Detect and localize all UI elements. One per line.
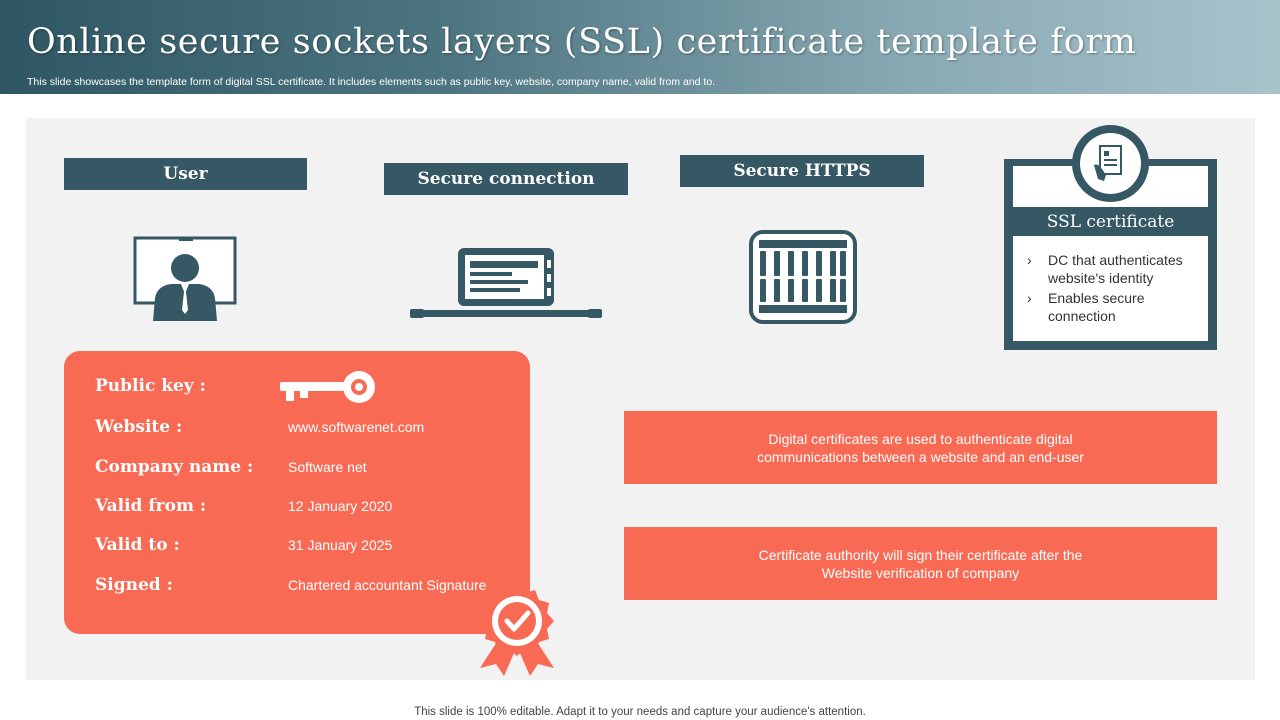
info-box: Certificate authority will sign their ce… xyxy=(624,527,1217,600)
certificate-document-icon xyxy=(1094,145,1122,181)
website-value: www.softwarenet.com xyxy=(288,419,425,435)
company-name-label: Company name : xyxy=(95,457,254,477)
valid-from-label: Valid from : xyxy=(95,496,207,516)
certificate-badge xyxy=(1072,125,1149,202)
ssl-certificate-item: › Enables secure connection xyxy=(1027,290,1145,324)
server-rack-icon xyxy=(748,229,858,330)
ssl-certificate-item: › DC that authenticates website's identi… xyxy=(1027,252,1183,286)
valid-from-value: 12 January 2020 xyxy=(288,498,393,514)
signed-value: Chartered accountant Signature xyxy=(288,577,487,593)
secure-connection-label: Secure connection xyxy=(384,163,628,195)
ssl-certificate-body xyxy=(1013,236,1208,341)
valid-to-label: Valid to : xyxy=(95,535,180,555)
valid-to-value: 31 January 2025 xyxy=(288,537,393,553)
laptop-cable-icon xyxy=(408,246,604,327)
header-banner: Online secure sockets layers (SSL) certi… xyxy=(0,0,1280,94)
footer-note: This slide is 100% editable. Adapt it to… xyxy=(414,706,866,718)
key-icon xyxy=(278,369,380,410)
bullet-icon: › xyxy=(1027,290,1032,306)
website-label: Website : xyxy=(95,417,183,437)
company-name-value: Software net xyxy=(288,459,367,475)
checkmark-seal-icon xyxy=(472,584,562,681)
bullet-icon: › xyxy=(1027,252,1032,268)
signed-label: Signed : xyxy=(95,575,173,595)
page-subtitle: This slide showcases the template form o… xyxy=(27,76,716,88)
ssl-certificate-title: SSL certificate xyxy=(1046,212,1175,232)
user-monitor-icon xyxy=(133,236,239,329)
secure-https-label: Secure HTTPS xyxy=(680,155,924,187)
page-title: Online secure sockets layers (SSL) certi… xyxy=(27,22,1137,62)
user-label: User xyxy=(64,158,307,190)
public-key-label: Public key : xyxy=(95,376,206,396)
certificate-form-card xyxy=(64,351,530,634)
info-box: Digital certificates are used to authent… xyxy=(624,411,1217,484)
